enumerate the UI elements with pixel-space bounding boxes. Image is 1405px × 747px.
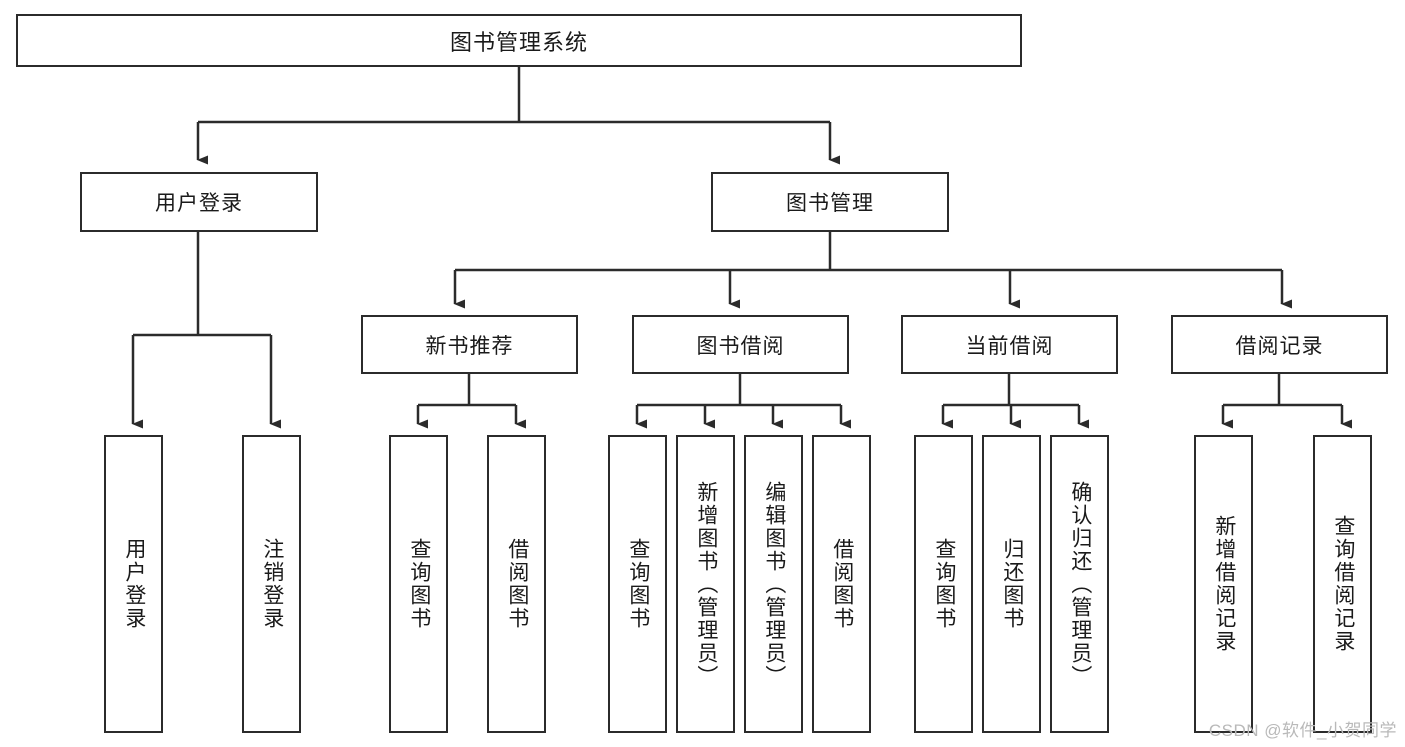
node-borrow-records-label: 借阅记录 — [1235, 334, 1324, 358]
csdn-watermark: CSDN @软件_小贺同学 — [1208, 721, 1397, 740]
leaf-label: 新增图书（管理员） — [694, 480, 718, 688]
leaf-borrow-add-book-admin[interactable]: 新增图书（管理员） — [676, 435, 735, 733]
leaf-current-return-book[interactable]: 归还图书 — [982, 435, 1041, 733]
leaf-borrow-query-book[interactable]: 查询图书 — [608, 435, 667, 733]
node-new-book-recommend-label: 新书推荐 — [425, 334, 514, 358]
leaf-borrow-borrow-book[interactable]: 借阅图书 — [812, 435, 871, 733]
leaf-user-login-login[interactable]: 用户登录 — [104, 435, 163, 733]
leaf-label: 借阅图书 — [830, 538, 854, 630]
node-user-login-label: 用户登录 — [155, 192, 243, 215]
node-root[interactable]: 图书管理系统 — [16, 14, 1022, 67]
leaf-label: 注销登录 — [260, 538, 284, 630]
node-root-label: 图书管理系统 — [449, 29, 588, 55]
leaf-label: 查询借阅记录 — [1331, 515, 1355, 653]
leaf-new-book-borrow[interactable]: 借阅图书 — [487, 435, 546, 733]
node-current-borrow[interactable]: 当前借阅 — [901, 315, 1118, 374]
leaf-label: 新增借阅记录 — [1212, 515, 1236, 653]
leaf-label: 查询图书 — [932, 538, 956, 630]
leaf-label: 归还图书 — [1000, 538, 1024, 630]
node-new-book-recommend[interactable]: 新书推荐 — [361, 315, 578, 374]
leaf-label: 用户登录 — [122, 538, 146, 630]
leaf-label: 确认归还（管理员） — [1068, 480, 1092, 688]
node-book-management-label: 图书管理 — [786, 192, 874, 215]
node-current-borrow-label: 当前借阅 — [965, 334, 1054, 358]
leaf-label: 查询图书 — [626, 538, 650, 630]
node-book-management[interactable]: 图书管理 — [711, 172, 949, 232]
leaf-records-add-record[interactable]: 新增借阅记录 — [1194, 435, 1253, 733]
leaf-new-book-query[interactable]: 查询图书 — [389, 435, 448, 733]
node-book-borrow-label: 图书借阅 — [696, 334, 785, 358]
leaf-current-query-book[interactable]: 查询图书 — [914, 435, 973, 733]
leaf-current-confirm-return-admin[interactable]: 确认归还（管理员） — [1050, 435, 1109, 733]
leaf-label: 借阅图书 — [505, 538, 529, 630]
leaf-records-query-record[interactable]: 查询借阅记录 — [1313, 435, 1372, 733]
leaf-borrow-edit-book-admin[interactable]: 编辑图书（管理员） — [744, 435, 803, 733]
node-borrow-records[interactable]: 借阅记录 — [1171, 315, 1388, 374]
leaf-label: 查询图书 — [407, 538, 431, 630]
leaf-label: 编辑图书（管理员） — [762, 480, 786, 688]
node-user-login[interactable]: 用户登录 — [80, 172, 318, 232]
node-book-borrow[interactable]: 图书借阅 — [632, 315, 849, 374]
leaf-user-login-logout[interactable]: 注销登录 — [242, 435, 301, 733]
